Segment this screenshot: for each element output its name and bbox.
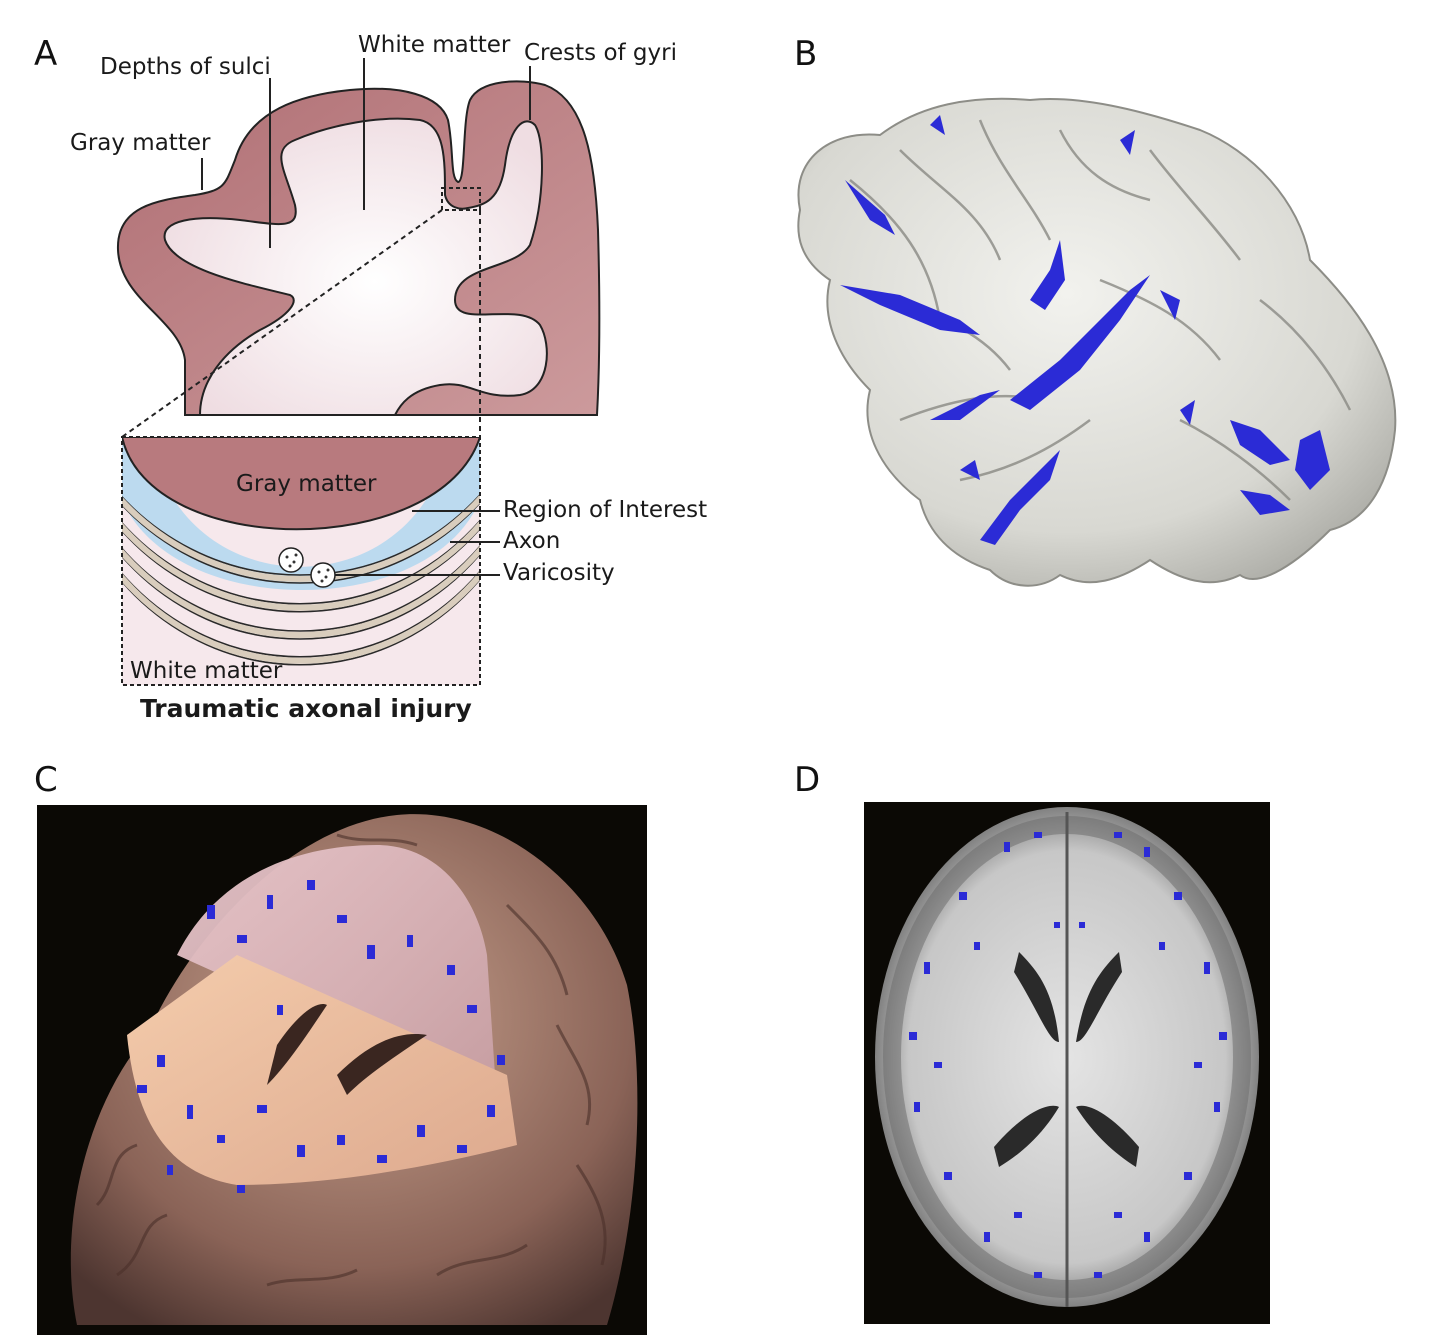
label-depths-of-sulci: Depths of sulci — [100, 54, 271, 80]
panel-c-3d-brain-render — [37, 805, 647, 1335]
label-white-matter-top: White matter — [358, 32, 511, 58]
label-region-of-interest: Region of Interest — [503, 497, 708, 523]
panel-d-mri-axial-slice — [864, 802, 1270, 1324]
inset-box — [121, 436, 481, 686]
panel-letter-d: D — [794, 760, 821, 800]
label-gray-matter-top: Gray matter — [70, 130, 211, 156]
label-axon: Axon — [503, 528, 561, 554]
caption-traumatic-axonal-injury: Traumatic axonal injury — [140, 694, 472, 723]
label-gray-matter-inset: Gray matter — [236, 471, 377, 497]
panel-letter-b: B — [794, 34, 818, 74]
panel-letter-a: A — [34, 34, 58, 74]
label-crests-of-gyri: Crests of gyri — [524, 40, 677, 66]
label-white-matter-inset: White matter — [130, 658, 283, 684]
panel-letter-c: C — [34, 760, 58, 800]
label-varicosity: Varicosity — [503, 560, 615, 586]
white-matter-inner — [163, 117, 548, 416]
